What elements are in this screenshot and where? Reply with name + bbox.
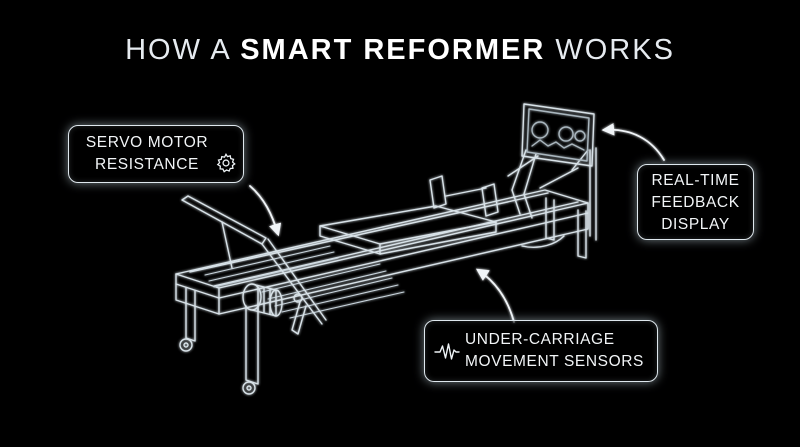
callout-servo-line1: SERVO MOTOR — [85, 134, 209, 151]
callout-servo-motor: SERVO MOTOR RESISTANCE — [68, 125, 244, 183]
callout-display-line1: REAL-TIME — [651, 172, 740, 189]
title-suffix: WORKS — [545, 34, 675, 66]
title-prefix: HOW A — [125, 34, 241, 66]
waveform-icon — [434, 343, 460, 360]
reformer-springs — [204, 245, 405, 319]
servo-motor — [242, 283, 303, 317]
display-arrow — [601, 123, 665, 161]
title-emphasis: SMART REFORMER — [240, 34, 546, 66]
footbar — [181, 195, 327, 335]
tablet-display — [521, 103, 595, 167]
callout-display-line2: FEEDBACK — [651, 194, 740, 211]
callout-movement-sensors: UNDER-CARRIAGE MOVEMENT SENSORS — [424, 320, 658, 382]
callout-sensors-line2: MOVEMENT SENSORS — [465, 353, 644, 370]
gear-icon — [216, 153, 236, 173]
tower — [507, 147, 597, 248]
reformer-frame — [175, 189, 589, 395]
carriage — [319, 175, 499, 255]
callout-sensors-line1: UNDER-CARRIAGE — [465, 331, 615, 348]
page-title: HOW A SMART REFORMER WORKS — [0, 34, 800, 67]
callout-display-line3: DISPLAY — [661, 216, 730, 233]
callout-servo-text: SERVO MOTOR RESISTANCE — [77, 132, 217, 176]
callout-feedback-display: REAL-TIME FEEDBACK DISPLAY — [637, 164, 754, 240]
sensors-arrow — [475, 268, 515, 323]
callout-sensors-text: UNDER-CARRIAGE MOVEMENT SENSORS — [465, 329, 651, 373]
servo-arrow — [249, 185, 282, 237]
callout-servo-line2: RESISTANCE — [95, 156, 199, 173]
